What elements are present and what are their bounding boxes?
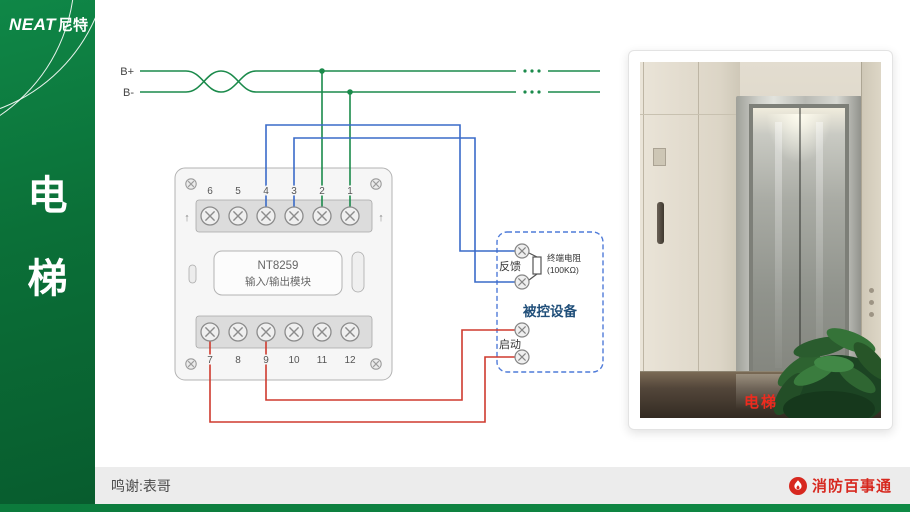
module-name: 输入/输出模块 xyxy=(245,275,311,288)
bus-line-bplus xyxy=(140,70,600,93)
plant-image xyxy=(773,328,881,418)
elevator-photo: 电梯 xyxy=(640,62,881,418)
wall-seam xyxy=(698,62,699,374)
door-reflection xyxy=(815,122,823,368)
terminal-resistor-icon xyxy=(532,256,542,275)
footer-brand-text: 消防百事通 xyxy=(811,478,892,495)
sidebar-title-char-2: 梯 xyxy=(27,257,68,301)
footer-bar: 鸣谢:表哥 消防百事通 xyxy=(95,467,910,504)
terminal-number: 11 xyxy=(317,355,328,366)
bus-continuation-dots xyxy=(523,69,541,94)
terminal-number: 1 xyxy=(347,186,353,197)
resistor-leads xyxy=(528,252,538,281)
resistor-label-2: (100KΩ) xyxy=(547,265,579,275)
terminal-number: 4 xyxy=(263,186,269,197)
door-center-seam xyxy=(799,108,801,374)
terminal-number: 8 xyxy=(235,355,241,366)
door-plate xyxy=(653,148,666,166)
credit-text: 鸣谢:表哥 xyxy=(111,477,171,494)
flame-icon xyxy=(788,476,807,495)
terminal-number: 2 xyxy=(319,186,325,197)
wire-feedback-2 xyxy=(293,137,522,283)
controlled-device-box xyxy=(496,231,604,373)
terminal-number: 3 xyxy=(291,186,297,197)
hall-button xyxy=(869,312,874,317)
door-reflection xyxy=(775,122,783,368)
junction-dot xyxy=(319,68,325,74)
photo-left-wall xyxy=(640,62,740,374)
terminal-number: 6 xyxy=(207,186,213,197)
brand-name-en: NEAT xyxy=(9,15,57,34)
terminal-number: 12 xyxy=(344,355,356,366)
bottom-green-strip xyxy=(0,504,910,512)
mounting-slot-left xyxy=(188,264,197,284)
feedback-label: 反馈 xyxy=(499,260,521,273)
photo-caption: 电梯 xyxy=(744,394,779,411)
controlled-device-label: 被控设备 xyxy=(523,303,577,319)
mounting-slot-right xyxy=(351,251,365,293)
up-arrow-icon: ↑ xyxy=(184,212,190,224)
bus-line-bminus xyxy=(140,70,600,93)
bminus-label: B- xyxy=(123,87,134,99)
door-handle xyxy=(657,202,664,244)
module-model: NT8259 xyxy=(258,260,299,272)
up-arrow-icon: ↑ xyxy=(378,212,384,224)
wire-start-1 xyxy=(265,329,522,401)
terminal-number: 9 xyxy=(263,355,269,366)
io-module: ↑ ↑ xyxy=(174,167,393,381)
resistor-label-1: 终端电阻 xyxy=(547,253,582,263)
wire-feedback-1 xyxy=(265,124,522,252)
terminal-numbers-top: 6 5 4 3 2 1 xyxy=(206,185,355,199)
terminal-number: 5 xyxy=(235,186,241,197)
terminal-number: 7 xyxy=(207,355,213,366)
wires xyxy=(209,68,522,423)
signal-bus xyxy=(140,69,600,94)
junction-dot xyxy=(347,89,353,95)
terminal-numbers-bottom: 7 8 9 10 11 12 xyxy=(206,354,358,368)
hall-button xyxy=(869,288,874,293)
photo-right-wall xyxy=(861,62,881,374)
module-label-plate xyxy=(213,250,343,296)
footer-logo: 消防百事通 xyxy=(788,475,892,496)
terminal-number: 10 xyxy=(288,355,300,366)
start-label: 启动 xyxy=(499,338,521,351)
sidebar-title-char-1: 电 xyxy=(27,174,68,218)
hall-button xyxy=(869,300,874,305)
elevator-photo-card: 电梯 xyxy=(628,50,893,430)
wall-seam xyxy=(643,62,644,374)
elevator-doors xyxy=(736,96,862,378)
bplus-label: B+ xyxy=(120,66,134,78)
wire-start-2 xyxy=(209,332,522,423)
brand-name-cn: 尼特 xyxy=(58,17,89,34)
wall-seam xyxy=(640,114,740,115)
